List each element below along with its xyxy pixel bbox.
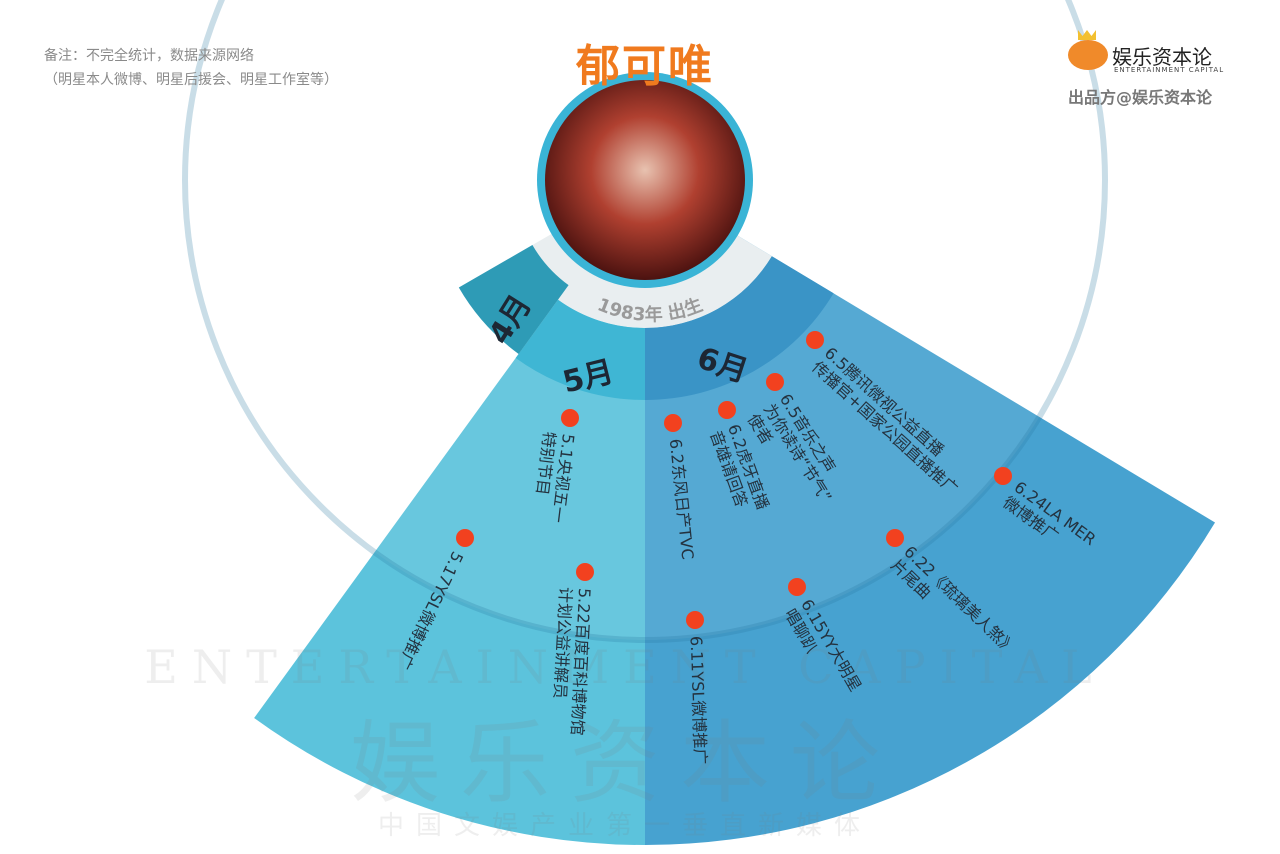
portrait-photo [545, 80, 745, 280]
birth-band [516, 230, 772, 329]
event-dot [664, 414, 682, 432]
event-label: 5.22百度百科博物馆计划公益讲解员 [548, 587, 594, 736]
event-dot [788, 578, 806, 596]
logo-cn: 娱乐资本论 [1112, 44, 1212, 69]
event-dot [686, 611, 704, 629]
brand-logo: 娱乐资本论 ENTERTAINMENT CAPITAL 出品方@娱乐资本论 [1068, 40, 1238, 108]
june-band [645, 256, 834, 400]
mascot-icon [1068, 40, 1108, 70]
event-dot [576, 563, 594, 581]
logo-en: ENTERTAINMENT CAPITAL [1114, 66, 1225, 74]
page-title: 郁可唯 [576, 41, 714, 92]
event-dot [994, 467, 1012, 485]
event-dot [806, 331, 824, 349]
note-line-1: 备注：不完全统计，数据来源网络 [44, 48, 254, 64]
april-band [458, 245, 569, 354]
event-dot [561, 409, 579, 427]
event-dot [718, 401, 736, 419]
note-line-2: （明星本人微博、明星后援会、明星工作室等） [44, 72, 338, 88]
producer-label: 出品方@娱乐资本论 [1068, 88, 1213, 107]
event-dot [456, 529, 474, 547]
may-band [515, 299, 645, 400]
watermark-slogan: 中国文娱产业第一垂直新媒体 [377, 811, 872, 841]
source-note: 备注：不完全统计，数据来源网络 （明星本人微博、明星后援会、明星工作室等） [44, 44, 338, 92]
watermark-cn: 娱乐资本论 [350, 711, 900, 816]
event-dot [886, 529, 904, 547]
watermark-en: ENTERTAINMENT CAPITAL [144, 640, 1106, 694]
event-dot [766, 373, 784, 391]
